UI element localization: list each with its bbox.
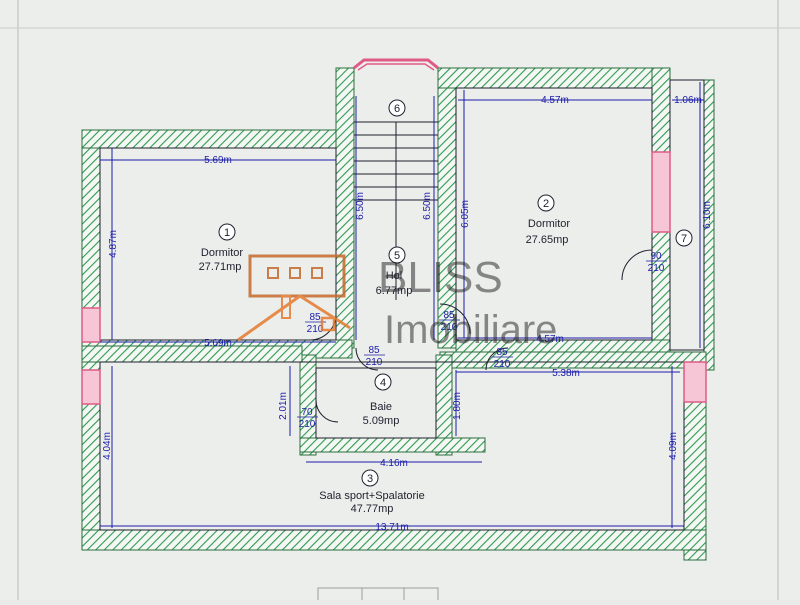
wall-top-room2 xyxy=(437,67,671,89)
wall-bath-bottom xyxy=(299,437,486,453)
room-number-circle-7 xyxy=(675,229,693,247)
door-tags: 85 210 85 210 85 210 85 210 70 210 90 21… xyxy=(297,251,667,430)
wall-bottom xyxy=(81,529,707,551)
door-swing-sala xyxy=(485,347,509,371)
dim-room2-bottom: 4.57m xyxy=(536,334,564,345)
door-hol-height: 210 xyxy=(366,357,383,368)
room-number-4: 4 xyxy=(380,377,386,389)
room-number-circles xyxy=(218,99,693,487)
window-sala-right xyxy=(683,361,707,403)
door-sala-width: 85 xyxy=(496,347,508,358)
window-room1 xyxy=(81,307,101,343)
dim-room1-left: 4.87m xyxy=(108,230,119,258)
wall-top-room1 xyxy=(81,129,353,149)
dim-stair-left: 6.50m xyxy=(355,192,366,220)
room-number-circle-6 xyxy=(388,99,406,117)
room-area-2: 27.65mp xyxy=(526,234,569,246)
logo-building-icon xyxy=(248,254,346,298)
dim-room2-top: 4.57m xyxy=(541,95,569,106)
dimension-lines xyxy=(100,82,704,528)
dim-room2-left: 6.05m xyxy=(460,200,471,228)
room-name-5: Hol xyxy=(386,270,403,282)
room-number-7: 7 xyxy=(681,233,687,245)
wall-stair-left xyxy=(335,67,355,349)
door-room7-width: 90 xyxy=(650,251,662,262)
room1-outline xyxy=(99,147,337,341)
windows xyxy=(81,151,707,405)
window-room2 xyxy=(651,151,671,233)
door-baie-width: 70 xyxy=(301,407,313,418)
door-room7-height: 210 xyxy=(648,263,665,274)
room-number-circle-4 xyxy=(374,373,392,391)
door-hol-width: 85 xyxy=(368,345,380,356)
room-number-circle-5 xyxy=(388,246,406,264)
watermark-logo: BLISS Imobiliare xyxy=(237,253,557,352)
door-room1-width: 85 xyxy=(309,312,321,323)
room-name-3: Sala sport+Spalatorie xyxy=(319,490,424,502)
door-room2-height: 210 xyxy=(441,322,458,333)
dim-room1-top: 5.69m xyxy=(204,155,232,166)
door-swing-baie xyxy=(315,399,339,423)
dim-stair-right: 6.50m xyxy=(422,192,433,220)
dim-sala-bottom: 13.71m xyxy=(375,522,408,533)
room-number-circle-3 xyxy=(361,469,379,487)
room-name-2: Dormitor xyxy=(528,218,571,230)
watermark-subtitle: Imobiliare xyxy=(384,308,557,352)
bay-window xyxy=(353,58,439,71)
room-number-1: 1 xyxy=(224,227,230,239)
dim-bath-right: 1.80m xyxy=(452,392,463,420)
dim-sala-top: 5.38m xyxy=(552,368,580,379)
dim-bath-left: 2.01m xyxy=(278,392,289,420)
dim-room1-bottom: 5.69m xyxy=(204,338,232,349)
door-swing-room7 xyxy=(621,249,653,281)
door-sala-height: 210 xyxy=(494,359,511,370)
room-name-1: Dormitor xyxy=(201,247,244,259)
room-area-3: 47.77mp xyxy=(351,503,394,515)
wall-top-sala xyxy=(439,351,707,369)
room-area-4: 5.09mp xyxy=(363,415,400,427)
door-swing-room2 xyxy=(439,303,471,335)
door-swing-hol xyxy=(355,347,379,371)
room-number-3: 3 xyxy=(367,473,373,485)
watermark-brand: BLISS xyxy=(378,253,503,302)
dim-room7-top: 1.06m xyxy=(674,95,702,106)
room-area-5: 6.77mp xyxy=(376,285,413,297)
room-number-circle-1 xyxy=(218,223,236,241)
door-baie-height: 210 xyxy=(299,419,316,430)
sala-outline xyxy=(99,361,685,531)
dim-room7-right: 6.10m xyxy=(702,201,713,229)
window-sala-left xyxy=(81,369,101,405)
door-room2-width: 85 xyxy=(443,310,455,321)
room-area-1: 27.71mp xyxy=(199,261,242,273)
room-number-6: 6 xyxy=(394,103,400,115)
dim-sala-right: 4.09m xyxy=(668,432,679,460)
wall-top-sala-left xyxy=(81,345,303,363)
room-number-circle-2 xyxy=(537,194,555,212)
room-number-2: 2 xyxy=(543,198,549,210)
door-room1-height: 210 xyxy=(307,324,324,335)
dim-sala-left: 4.04m xyxy=(102,432,113,460)
dim-bath-bottom: 4.16m xyxy=(380,458,408,469)
wall-stair-right xyxy=(437,67,457,349)
room-name-4: Baie xyxy=(370,401,392,413)
room-number-5: 5 xyxy=(394,250,400,262)
